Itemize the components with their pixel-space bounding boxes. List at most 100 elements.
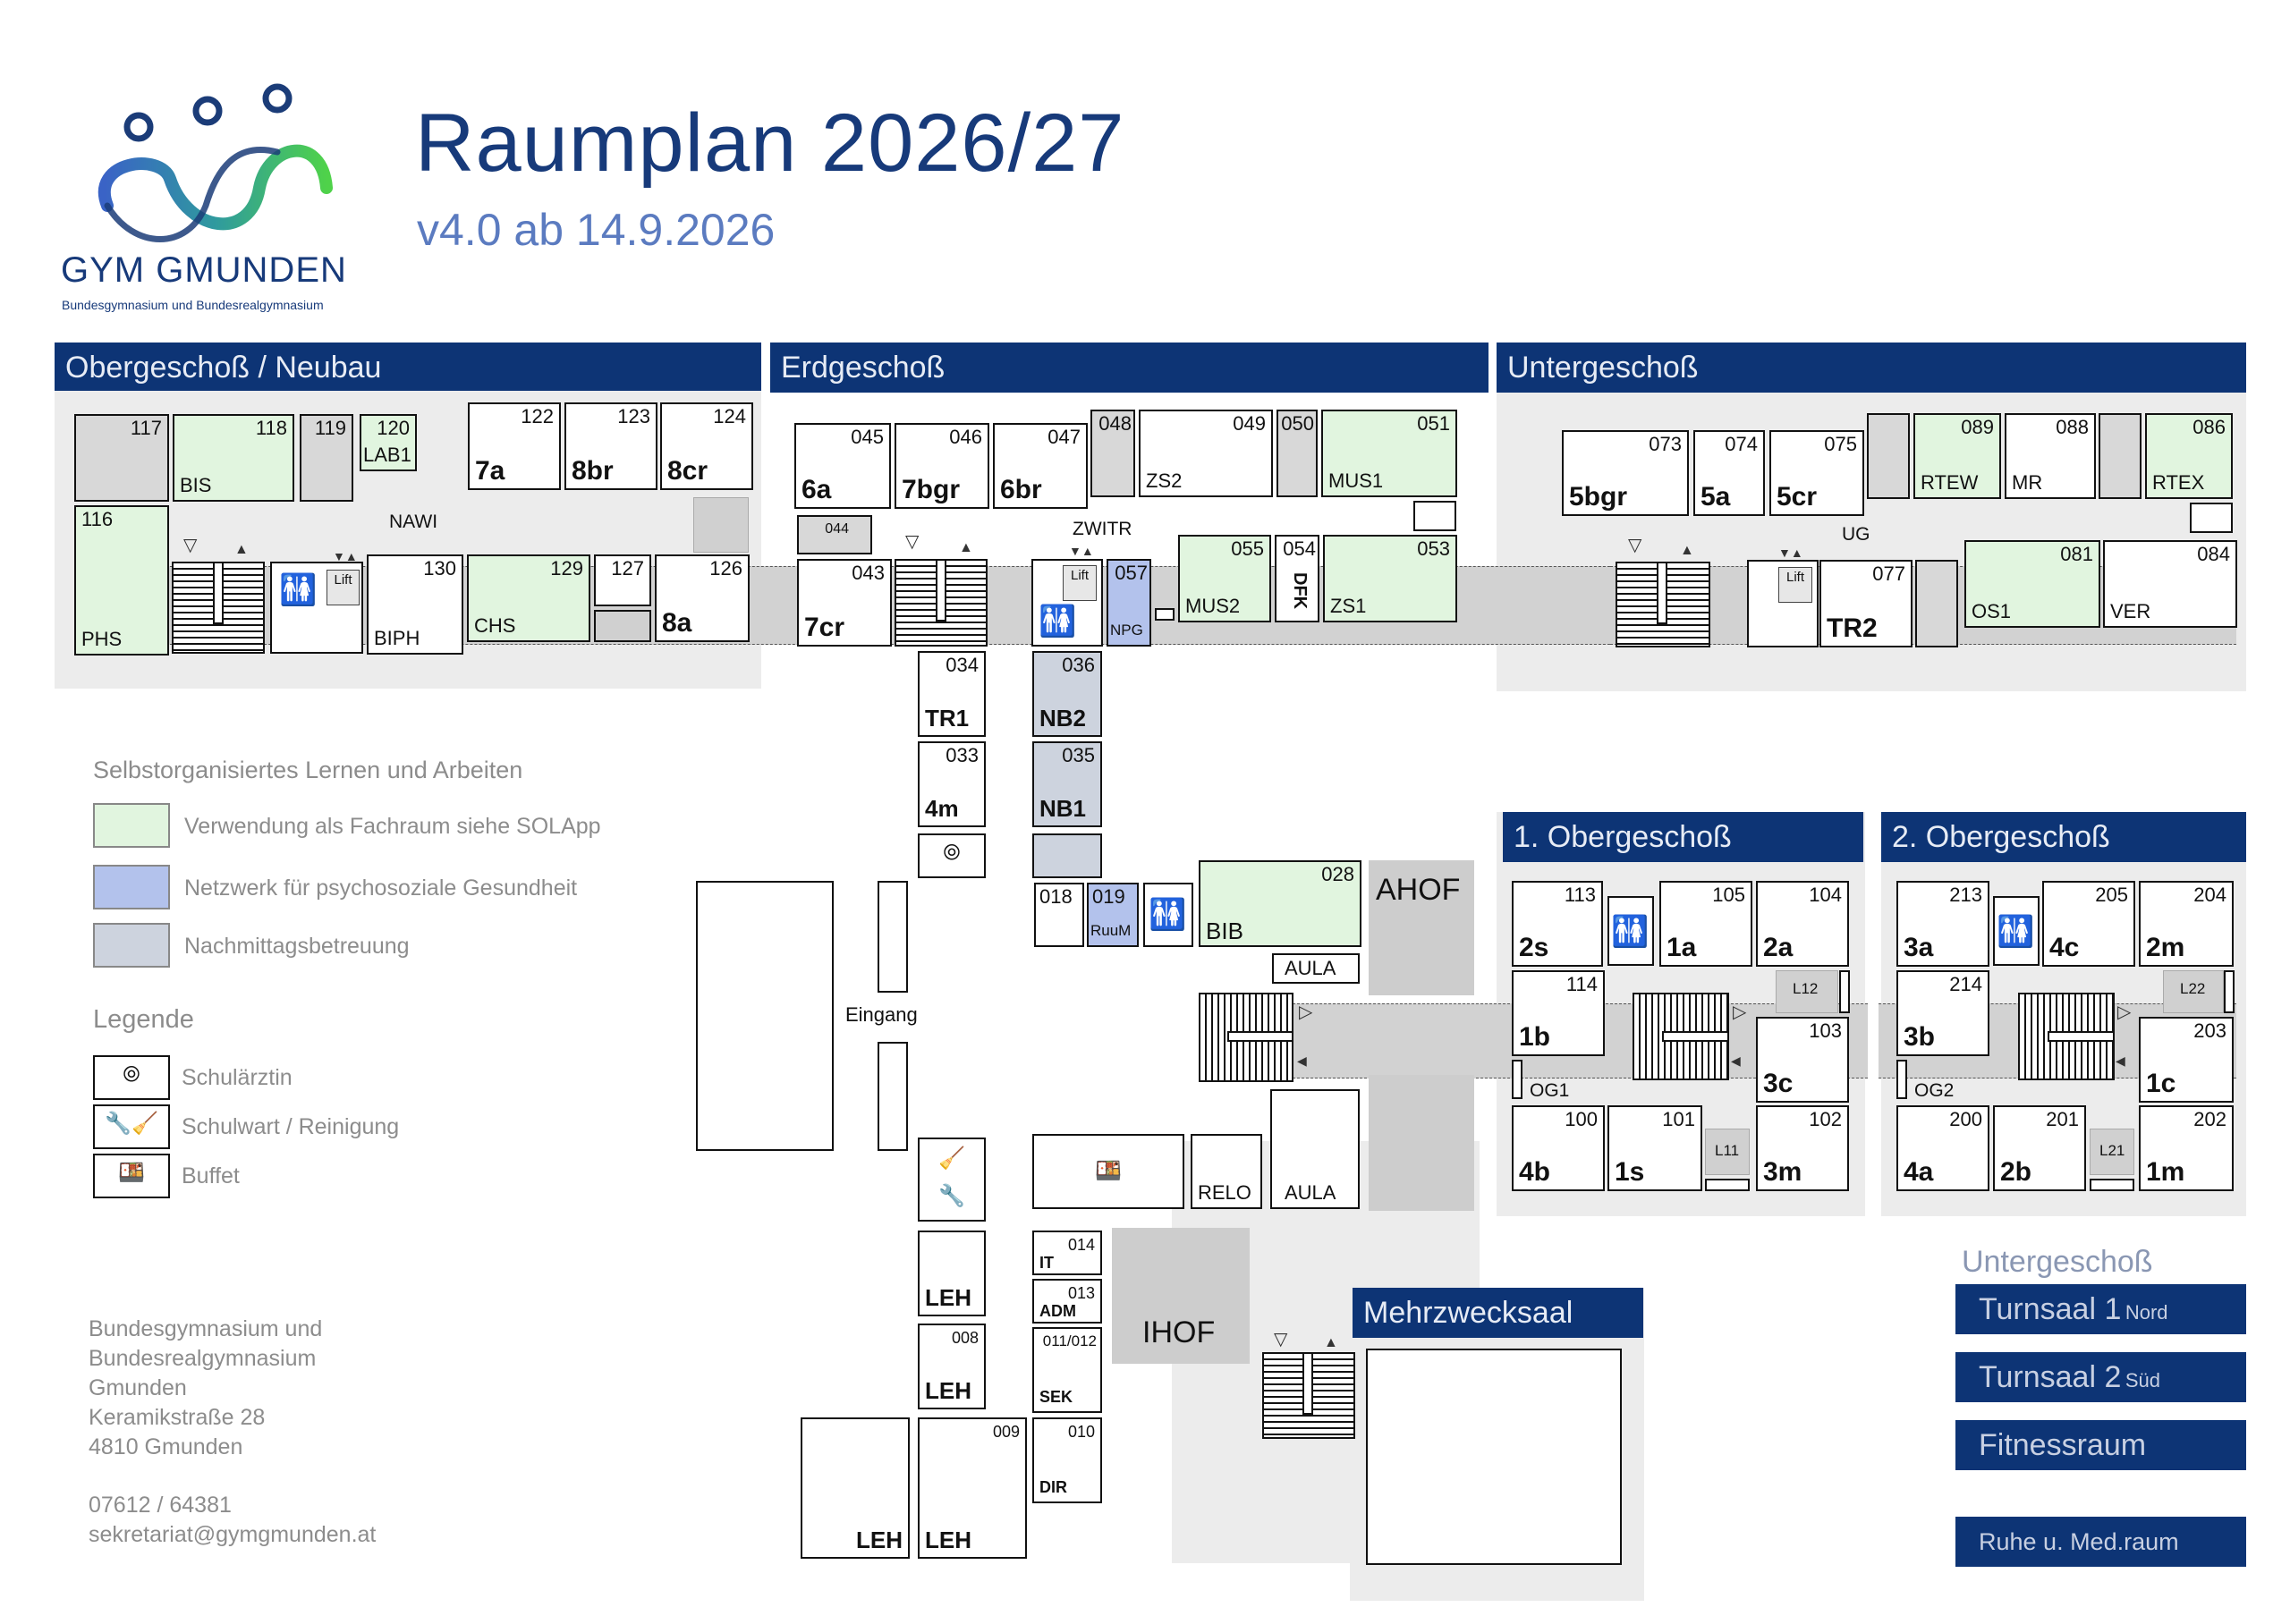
- room-050[interactable]: 050: [1276, 410, 1318, 497]
- ruhe-med-raum-button[interactable]: Ruhe u. Med.raum: [1955, 1517, 2246, 1567]
- room-117[interactable]: 117: [74, 414, 169, 502]
- room-l22[interactable]: L22: [2163, 970, 2224, 1013]
- turnsaal-2-button[interactable]: Turnsaal 2 Süd: [1955, 1352, 2246, 1402]
- room-ug-storage-3[interactable]: [1915, 560, 1958, 647]
- lift-ug[interactable]: Lift: [1778, 567, 1812, 603]
- email-link[interactable]: sekretariat@gymgmunden.at: [89, 1522, 377, 1547]
- page-subtitle: v4.0 ab 14.9.2026: [417, 205, 776, 255]
- room-relo[interactable]: RELO: [1191, 1134, 1262, 1209]
- room-aula[interactable]: AULA: [1270, 1089, 1360, 1209]
- room-l12[interactable]: L12: [1776, 970, 1838, 1013]
- staircase-ug-rail: [1657, 562, 1667, 624]
- room-127[interactable]: 127: [594, 554, 651, 606]
- room-ug-storage-2[interactable]: [2099, 413, 2142, 499]
- restroom-og2[interactable]: 🚻: [1993, 896, 2040, 966]
- fitnessraum-button[interactable]: Fitnessraum: [1955, 1420, 2246, 1470]
- entrance-label: Eingang: [845, 1003, 918, 1026]
- restroom-og1[interactable]: 🚻: [1607, 896, 1654, 966]
- room-119[interactable]: 119: [300, 414, 353, 502]
- room-ug-storage-1[interactable]: [1867, 413, 1910, 499]
- room-018[interactable]: 018: [1034, 883, 1084, 947]
- turnsaal-1-button[interactable]: Turnsaal 1 Nord: [1955, 1284, 2246, 1334]
- ahof-courtyard: AHOF: [1369, 860, 1474, 995]
- restroom-icon: 🚻: [1149, 898, 1187, 932]
- schulwart-room[interactable]: 🧹🔧: [918, 1138, 986, 1222]
- restroom-eg2[interactable]: 🚻: [1143, 883, 1193, 947]
- mehrzweck-header: Mehrzwecksaal: [1353, 1288, 1643, 1338]
- legend-swatch-nachmittag: [93, 923, 170, 968]
- room-nb-storage[interactable]: [1032, 833, 1102, 878]
- room-leh-1[interactable]: LEH: [918, 1231, 986, 1316]
- mehrzwecksaal-room[interactable]: [1366, 1349, 1622, 1565]
- room-l11[interactable]: L11: [1705, 1129, 1750, 1175]
- room-leh-4[interactable]: LEH: [801, 1417, 910, 1559]
- lift-og[interactable]: Lift: [327, 570, 360, 605]
- up-arrow-icon: ▲: [1324, 1335, 1338, 1350]
- schoolarzt-room[interactable]: ⦾: [918, 833, 986, 878]
- room-l21[interactable]: L21: [2090, 1129, 2134, 1175]
- room-048[interactable]: 048: [1090, 410, 1135, 497]
- buffet-room[interactable]: 🍱: [1032, 1134, 1184, 1209]
- tools-icon: 🔧: [938, 1184, 965, 1208]
- room-044[interactable]: 044: [797, 515, 872, 554]
- lift-eg[interactable]: Lift: [1063, 565, 1097, 601]
- ahof-lower: [1369, 1075, 1474, 1211]
